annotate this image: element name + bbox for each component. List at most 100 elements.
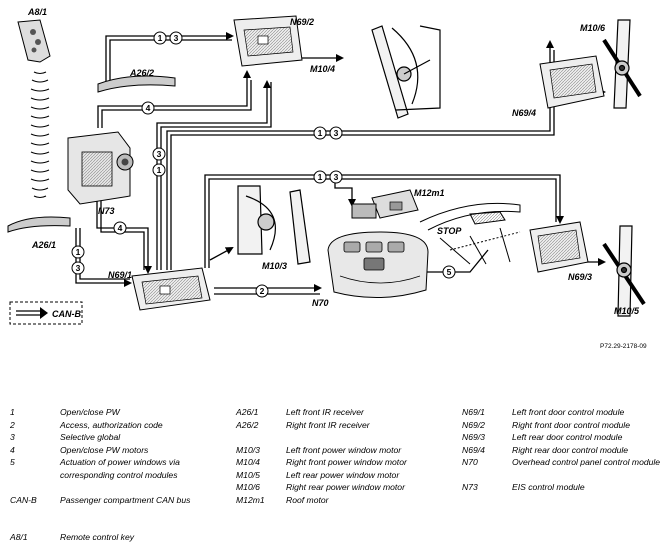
legend-value: Actuation of power windows via correspon… (60, 457, 180, 480)
legend-row: N69/3 Left rear door control module (462, 431, 662, 444)
label-m10-5: M10/5 (614, 306, 640, 316)
label-n70: N70 (312, 298, 329, 308)
legend-key: M10/6 (236, 482, 260, 492)
label-m10-3: M10/3 (262, 261, 287, 271)
legend-value: Left front power window motor (286, 444, 402, 455)
label-a26-2: A26/2 (129, 68, 154, 78)
window-motor-left-rear-icon (602, 225, 646, 317)
legend-spacer (10, 519, 235, 532)
window-motor-right-front-icon (371, 25, 441, 119)
overhead-panel-icon (327, 231, 429, 298)
legend-value: Left rear door control module (512, 432, 623, 442)
legend-key: A26/1 (236, 407, 259, 417)
legend-key: A26/2 (236, 419, 259, 430)
signal-numbers: 1 3 4 1 3 3 1 1 3 4 1 3 2 5 (71, 31, 456, 298)
legend-key: M10/5 (236, 469, 260, 480)
line-n73-to-n69-2 (97, 70, 251, 128)
line-a26-2-to-n69-2-b (109, 39, 232, 82)
roof-illustration (419, 202, 521, 265)
line-n73-to-n69-2-b (101, 80, 252, 128)
line-to-m12m1 (334, 180, 356, 207)
legend-value: Left front door control module (512, 407, 625, 417)
label-m10-6: M10/6 (580, 23, 606, 33)
legend-value: Open/close PW motors (60, 444, 149, 455)
line-n70-to-roof (425, 249, 489, 273)
label-a8-1: A8/1 (27, 7, 47, 17)
legend-value: Left front IR receiver (286, 407, 364, 417)
svg-text:5: 5 (447, 267, 452, 277)
num-circle-4a: 4 (141, 101, 155, 115)
roof-motor-icon (351, 189, 419, 219)
door-module-right-rear-icon (539, 55, 605, 109)
svg-text:1: 1 (318, 128, 323, 138)
legend-value: Right rear door control module (512, 444, 629, 455)
line-n69-1-to-n69-2 (156, 80, 271, 270)
legend-key: N69/3 (462, 432, 485, 442)
num-circle-1d: 1 (313, 170, 327, 184)
can-b-legend-box (9, 301, 83, 325)
legend-key: N70 (462, 457, 478, 467)
legend-key: 4 (10, 444, 15, 455)
remote-key-icon (17, 19, 51, 63)
svg-text:3: 3 (157, 149, 162, 159)
num-circle-3d: 3 (329, 170, 343, 184)
legend-key: M10/4 (236, 457, 260, 467)
label-n69-4: N69/4 (512, 108, 536, 118)
label-stop: STOP (437, 226, 462, 236)
svg-text:2: 2 (260, 286, 265, 296)
label-can-b: CAN-B (52, 309, 81, 319)
num-circle-1c: 1 (152, 163, 166, 177)
legend-row: 4 Open/close PW motors (10, 444, 235, 457)
door-module-left-rear-icon (529, 221, 589, 273)
label-n73: N73 (98, 206, 115, 216)
window-motor-right-rear-icon (602, 19, 642, 109)
svg-text:4: 4 (146, 103, 151, 113)
line-to-n69-3 (204, 174, 564, 268)
svg-text:3: 3 (334, 128, 339, 138)
num-circle-3a: 3 (169, 31, 183, 45)
svg-text:1: 1 (157, 165, 162, 175)
ir-receiver-right-icon (97, 75, 176, 93)
label-n69-3: N69/3 (568, 272, 592, 282)
legend-value: Right front IR receiver (286, 419, 370, 430)
legend-value: EIS control module (512, 482, 585, 492)
legend-column-2: A26/1 Left front IR receiver A26/2 Right f… (236, 406, 456, 506)
door-module-left-front-icon (131, 267, 211, 311)
svg-text:3: 3 (334, 172, 339, 182)
legend-spacer (10, 481, 235, 494)
figure-reference: P72.29-2178-09 (600, 343, 647, 350)
legend-key: N73 (462, 482, 478, 492)
line-n69-1-to-n69-2-b (160, 82, 272, 270)
label-m10-4: M10/4 (310, 64, 335, 74)
legend-key: N69/4 (462, 444, 485, 455)
legend-value: Right front door control module (512, 419, 630, 430)
label-n69-2: N69/2 (290, 17, 314, 27)
label-a26-1: A26/1 (31, 240, 56, 250)
legend-value: Open/close PW (60, 407, 120, 417)
component-labels: A8/1 A26/2 A26/1 N69/2 M10/4 M10/6 N69/4… (27, 7, 647, 350)
legend-key: CAN-B (10, 494, 37, 505)
door-module-right-front-icon (233, 15, 303, 67)
legend-key: M12m1 (236, 494, 265, 505)
legend-row: N69/4 Right rear door control module (462, 444, 662, 457)
num-circle-5: 5 (442, 265, 456, 279)
svg-text:1: 1 (318, 172, 323, 182)
label-m12m1: M12m1 (414, 188, 445, 198)
legend-key: 2 (10, 419, 15, 430)
legend-key: M10/3 (236, 444, 260, 455)
ir-signal-waves (30, 71, 50, 199)
legend-key: 3 (10, 432, 15, 442)
num-circle-1b: 1 (313, 126, 327, 140)
wiring-diagram: 1 3 4 1 3 3 1 1 3 4 1 3 2 5 A8/1 A26/2 A… (7, 7, 647, 350)
num-circle-3e: 3 (71, 261, 85, 275)
legend-value: Access, authorization code (60, 419, 163, 430)
